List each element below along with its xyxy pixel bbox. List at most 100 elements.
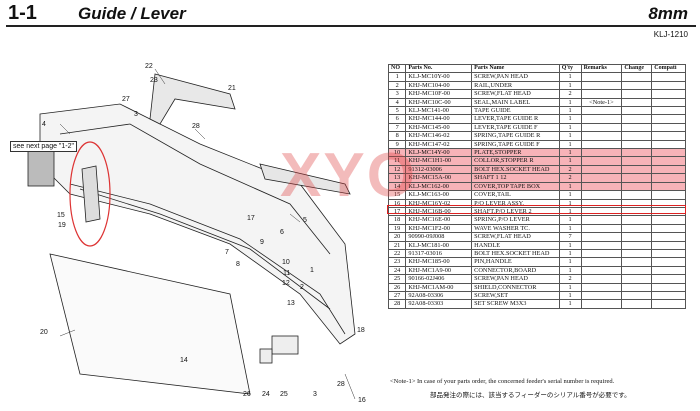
cell-no: 12 xyxy=(387,164,407,175)
cell-remarks xyxy=(580,190,623,200)
cell-parts-name: COLLOR,STOPPER R xyxy=(471,156,560,166)
cell-compati xyxy=(651,240,686,250)
cell-no: 10 xyxy=(387,148,407,158)
cell-parts-no: 91312-03006 xyxy=(405,164,473,175)
cell-qty: 1 xyxy=(558,206,582,217)
cell-remarks xyxy=(580,223,623,234)
callout-28b: 28 xyxy=(337,381,345,388)
cell-no: 3 xyxy=(387,89,407,99)
col-qty: Q'ty xyxy=(558,63,582,74)
cell-parts-name: SCREW,FLAT HEAD xyxy=(471,89,560,99)
cell-remarks xyxy=(580,164,623,175)
callout-17: 17 xyxy=(247,215,255,222)
cell-qty: 1 xyxy=(558,131,582,141)
cell-parts-name: SEAL,MAIN LABEL xyxy=(471,97,560,108)
see-next-page-note: see next page "1-2" xyxy=(10,141,78,152)
cell-parts-no: KHJ-MC1AM-00 xyxy=(405,282,473,292)
cell-qty: 2 xyxy=(558,89,582,99)
cell-remarks xyxy=(580,131,623,141)
cell-parts-name: LEVER,TAPE GUIDE R xyxy=(471,114,560,124)
callout-5: 5 xyxy=(303,217,307,224)
cell-parts-no: KLJ-MC10Y-00 xyxy=(405,72,473,82)
cell-parts-name: SCREW,PAN HEAD xyxy=(471,274,560,284)
callout-10: 10 xyxy=(282,259,290,266)
section-title: Guide / Lever xyxy=(78,4,186,23)
cell-compati xyxy=(651,131,686,141)
cell-qty: 1 xyxy=(558,181,582,192)
cell-no: 27 xyxy=(387,290,407,301)
callout-3b: 3 xyxy=(313,391,317,398)
cell-no: 17 xyxy=(387,206,407,217)
callout-16: 16 xyxy=(358,397,366,404)
cell-parts-name: SPRING,TAPE GUIDE F xyxy=(471,139,560,150)
cell-parts-name: PLATE,STOPPER xyxy=(471,148,560,158)
cell-parts-no: KLJ-MC181-00 xyxy=(405,240,473,250)
callout-19: 19 xyxy=(58,222,66,229)
cell-compati xyxy=(651,232,686,242)
cell-qty: 1 xyxy=(558,223,582,234)
cell-no: 1 xyxy=(387,72,407,82)
cell-parts-no: KHJ-MC146-02 xyxy=(405,131,473,141)
cell-change xyxy=(621,290,653,301)
callout-8: 8 xyxy=(236,261,240,268)
cell-parts-name: RAIL,UNDER xyxy=(471,80,560,91)
cell-parts-name: BOLT HEX.SOCKET HEAD xyxy=(471,164,560,175)
callout-20: 20 xyxy=(40,329,48,336)
cell-remarks xyxy=(580,282,623,292)
cell-parts-no: KHJ-MC16B-00 xyxy=(405,206,473,217)
cell-no: 2 xyxy=(387,80,407,91)
cell-no: 18 xyxy=(387,215,407,225)
callout-23: 23 xyxy=(150,77,158,84)
cell-qty: 1 xyxy=(558,139,582,150)
cell-parts-name: SCREW,PAN HEAD xyxy=(471,72,560,82)
cell-compati xyxy=(651,257,686,267)
cell-parts-no: KHJ-MC104-00 xyxy=(405,80,473,91)
col-change: Change xyxy=(621,63,653,74)
cell-remarks: <Note-1> xyxy=(580,97,623,108)
cell-no: 6 xyxy=(387,114,407,124)
cell-compati xyxy=(651,106,686,116)
cell-qty: 1 xyxy=(558,248,582,259)
note-english: <Note-1> In case of your parts order, th… xyxy=(390,378,615,385)
cell-no: 16 xyxy=(387,198,407,208)
cell-compati xyxy=(651,148,686,158)
cell-parts-name: PIN,HANDLE xyxy=(471,257,560,267)
connector-board xyxy=(271,335,299,355)
cell-parts-name: LEVER,TAPE GUIDE F xyxy=(471,122,560,133)
cell-change xyxy=(621,190,653,200)
cell-parts-name: COVER,TAIL xyxy=(471,190,560,200)
cell-parts-name: COVER,TOP TAPE BOX xyxy=(471,181,560,192)
col-remarks: Remarks xyxy=(580,63,623,74)
cell-parts-no: 90166-02J406 xyxy=(405,274,473,284)
cell-compati xyxy=(651,274,686,284)
cell-remarks xyxy=(580,139,623,150)
cell-parts-name: SHIELD,CONNECTOR xyxy=(471,282,560,292)
callout-13: 13 xyxy=(287,300,295,307)
cell-remarks xyxy=(580,181,623,192)
cell-change xyxy=(621,181,653,192)
cell-parts-name: WAVE WASHER TC. xyxy=(471,223,560,234)
cell-no: 7 xyxy=(387,122,407,133)
cell-change xyxy=(621,148,653,158)
cell-remarks xyxy=(580,80,623,91)
cell-parts-no: 92A08-03303 xyxy=(405,299,473,309)
cell-no: 20 xyxy=(387,232,407,242)
cell-parts-no: KHJ-MC1F2-00 xyxy=(405,223,473,234)
cell-parts-no: KHJ-MC185-00 xyxy=(405,257,473,267)
cell-qty: 1 xyxy=(558,299,582,309)
cell-change xyxy=(621,114,653,124)
callout-1: 1 xyxy=(310,267,314,274)
cell-parts-no: KHJ-MC1H1-00 xyxy=(405,156,473,166)
cell-no: 24 xyxy=(387,265,407,276)
cell-parts-no: 90990-09J008 xyxy=(405,232,473,242)
cell-parts-name: TAPE GUIDE xyxy=(471,106,560,116)
